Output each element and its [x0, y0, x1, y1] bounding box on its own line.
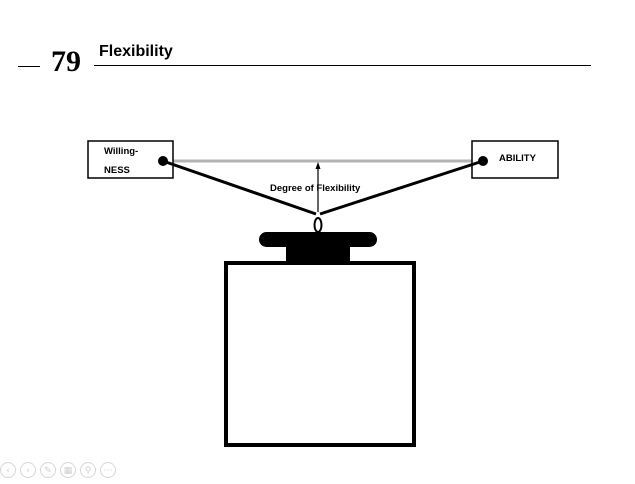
hook-ring: [313, 217, 323, 233]
right-rope: [319, 159, 484, 216]
title-rule-left: [18, 66, 40, 67]
left-anchor-dot: [158, 156, 168, 166]
weight-handle: [259, 232, 377, 247]
slides-icon[interactable]: ▦: [60, 462, 76, 478]
title-rule-right: [94, 65, 591, 66]
more-icon[interactable]: ⋯: [100, 462, 116, 478]
pen-icon[interactable]: ✎: [40, 462, 56, 478]
zoom-icon[interactable]: ⚲: [80, 462, 96, 478]
willingness-label-line1: Willing-: [104, 146, 138, 157]
weight-neck: [286, 246, 350, 264]
arrow-head: [315, 162, 321, 169]
slide-number: 79: [51, 45, 81, 78]
left-rope: [162, 159, 317, 216]
next-icon[interactable]: ›: [20, 462, 36, 478]
slide-title: Flexibility: [99, 43, 173, 60]
willingness-label-line2: NESS: [104, 165, 130, 176]
right-anchor-dot: [478, 156, 488, 166]
ability-label: ABILITY: [499, 153, 537, 164]
prev-icon[interactable]: ‹: [0, 462, 16, 478]
slide-controls: ‹ › ✎ ▦ ⚲ ⋯: [0, 460, 140, 480]
flexibility-arrow-label: Degree of Flexibility: [270, 183, 361, 194]
weight-body: [224, 261, 416, 447]
